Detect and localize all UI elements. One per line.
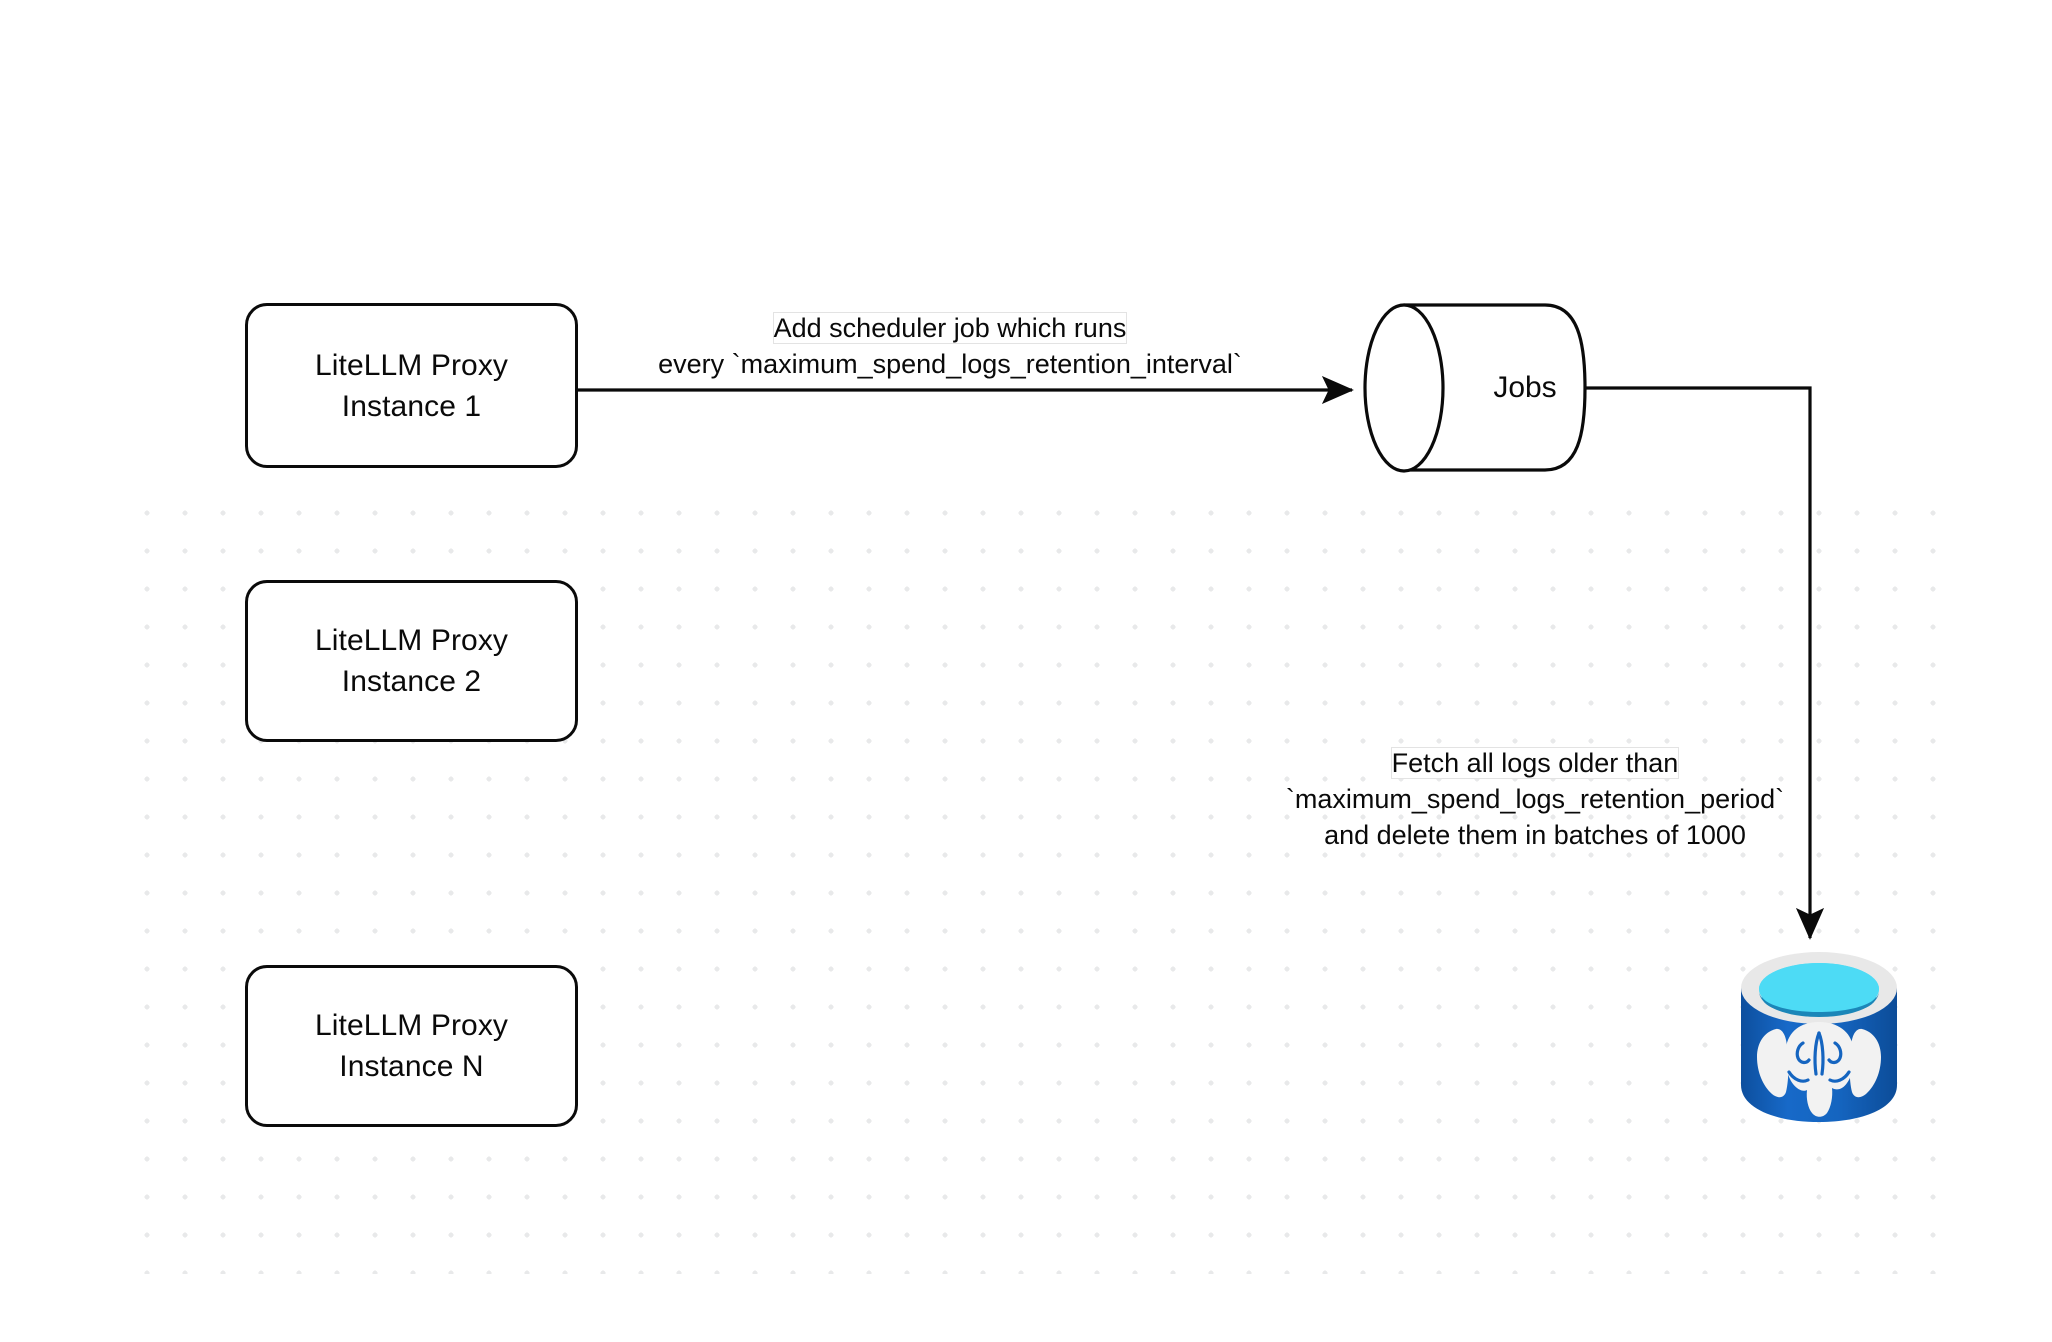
edge-label-line-text: and delete them in batches of 1000 (1324, 820, 1746, 850)
edge-label-line: Add scheduler job which runs (600, 310, 1300, 346)
edge-label-line: and delete them in batches of 1000 (1235, 817, 1835, 853)
edge-label-fetch-delete-logs: Fetch all logs older than `maximum_spend… (1235, 745, 1835, 853)
node-litellm-proxy-instance-n[interactable]: LiteLLM Proxy Instance N (245, 965, 578, 1127)
postgresql-icon (1741, 952, 1897, 1122)
connector-jobs-to-postgres (1585, 386, 1825, 940)
edge-label-line-text: `maximum_spend_logs_retention_period` (1285, 784, 1785, 814)
edge-label-line-text: Add scheduler job which runs (773, 313, 1127, 343)
node-jobs-label[interactable]: Jobs (1493, 371, 1557, 404)
edge-label-line: Fetch all logs older than (1235, 745, 1835, 781)
edge-label-line-text: every `maximum_spend_logs_retention_inte… (658, 349, 1242, 379)
node-litellm-proxy-instance-1[interactable]: LiteLLM Proxy Instance 1 (245, 303, 578, 468)
edge-label-line: `maximum_spend_logs_retention_period` (1235, 781, 1835, 817)
edge-label-line-text: Fetch all logs older than (1391, 748, 1679, 778)
edge-label-line: every `maximum_spend_logs_retention_inte… (600, 346, 1300, 382)
node-litellm-proxy-instance-2[interactable]: LiteLLM Proxy Instance 2 (245, 580, 578, 742)
edge-label-add-scheduler-job: Add scheduler job which runs every `maxi… (600, 310, 1300, 382)
jobs-cylinder-shape (1363, 303, 1587, 473)
